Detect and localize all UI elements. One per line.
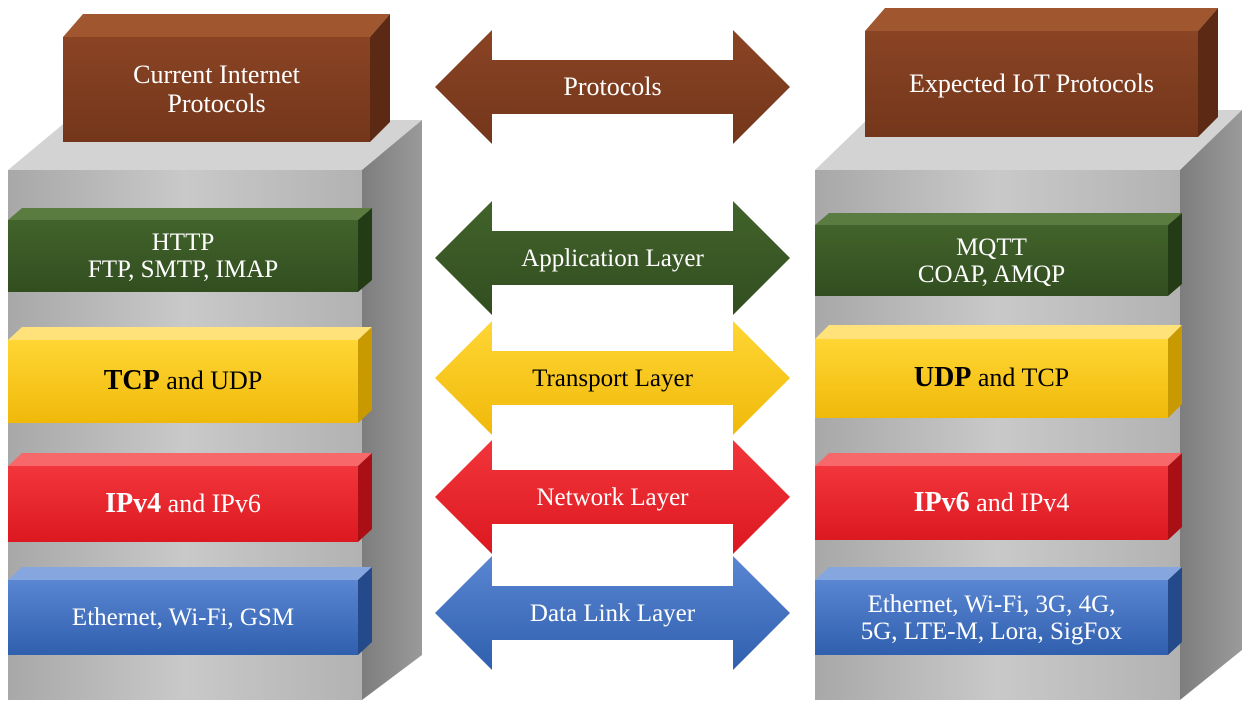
protocols-double-arrow: [435, 30, 790, 144]
left-header-label: Current Internet Protocols: [63, 37, 370, 142]
right-network-label: IPv6 and IPv4: [815, 466, 1168, 540]
left-header-line-1: Current Internet: [133, 60, 300, 90]
network-layer-double-arrow: [435, 440, 790, 554]
right-header-box: [865, 8, 1218, 137]
datalink-layer-double-arrow: [435, 556, 790, 670]
left-transport-bold: TCP: [103, 365, 160, 397]
left-transport-box: [8, 327, 372, 423]
left-network-label: IPv4 and IPv6: [8, 466, 358, 542]
right-datalink-line-1: Ethernet, Wi-Fi, 3G, 4G,: [867, 590, 1116, 618]
left-datalink-label: Ethernet, Wi-Fi, GSM: [8, 580, 358, 655]
transport-arrow-text: Transport Layer: [532, 364, 693, 392]
left-application-box: [8, 208, 372, 292]
application-arrow-text: Application Layer: [521, 244, 704, 272]
application-layer-double-arrow: [435, 201, 790, 315]
right-header-label: Expected IoT Protocols: [865, 31, 1198, 137]
right-application-box: [815, 213, 1182, 296]
left-transport-label: TCP and UDP: [8, 340, 358, 423]
right-application-label: MQTT COAP, AMQP: [815, 225, 1168, 296]
left-datalink-box: [8, 567, 372, 655]
left-header-box: [63, 14, 390, 142]
right-header-line-1: Expected IoT Protocols: [908, 68, 1155, 98]
left-application-line-1: HTTP: [151, 229, 215, 256]
protocols-arrow-text: Protocols: [563, 71, 662, 101]
right-datalink-box: [815, 567, 1182, 655]
left-network-bold: IPv4: [105, 487, 162, 519]
left-network-box: [8, 453, 372, 542]
network-arrow-text: Network Layer: [536, 483, 689, 511]
right-transport-label: UDP and TCP: [815, 339, 1168, 418]
left-application-label: HTTP FTP, SMTP, IMAP: [8, 220, 358, 292]
right-application-line-2: COAP, AMQP: [917, 260, 1066, 288]
right-transport-bold: UDP: [913, 362, 972, 394]
right-transport-box: [815, 325, 1182, 418]
datalink-arrow-label: Data Link Layer: [472, 586, 753, 640]
transport-arrow-label: Transport Layer: [472, 351, 753, 405]
right-datalink-label: Ethernet, Wi-Fi, 3G, 4G, 5G, LTE-M, Lora…: [815, 580, 1168, 655]
left-network-rest: and IPv6: [161, 488, 261, 518]
left-header-line-2: Protocols: [167, 88, 266, 118]
right-application-line-1: MQTT: [956, 233, 1027, 261]
right-network-rest: and IPv4: [969, 487, 1070, 517]
right-transport-rest: and TCP: [971, 363, 1070, 393]
left-transport-rest: and UDP: [159, 366, 263, 396]
left-application-line-2: FTP, SMTP, IMAP: [87, 256, 279, 283]
right-network-box: [815, 453, 1182, 540]
right-datalink-line-2: 5G, LTE-M, Lora, SigFox: [860, 617, 1123, 645]
datalink-arrow-text: Data Link Layer: [529, 599, 696, 627]
transport-layer-double-arrow: [435, 321, 790, 435]
application-arrow-label: Application Layer: [472, 231, 753, 285]
network-arrow-label: Network Layer: [472, 470, 753, 524]
left-datalink-line-1: Ethernet, Wi-Fi, GSM: [71, 604, 295, 631]
right-network-bold: IPv6: [913, 486, 970, 518]
protocols-arrow-label: Protocols: [492, 60, 733, 114]
